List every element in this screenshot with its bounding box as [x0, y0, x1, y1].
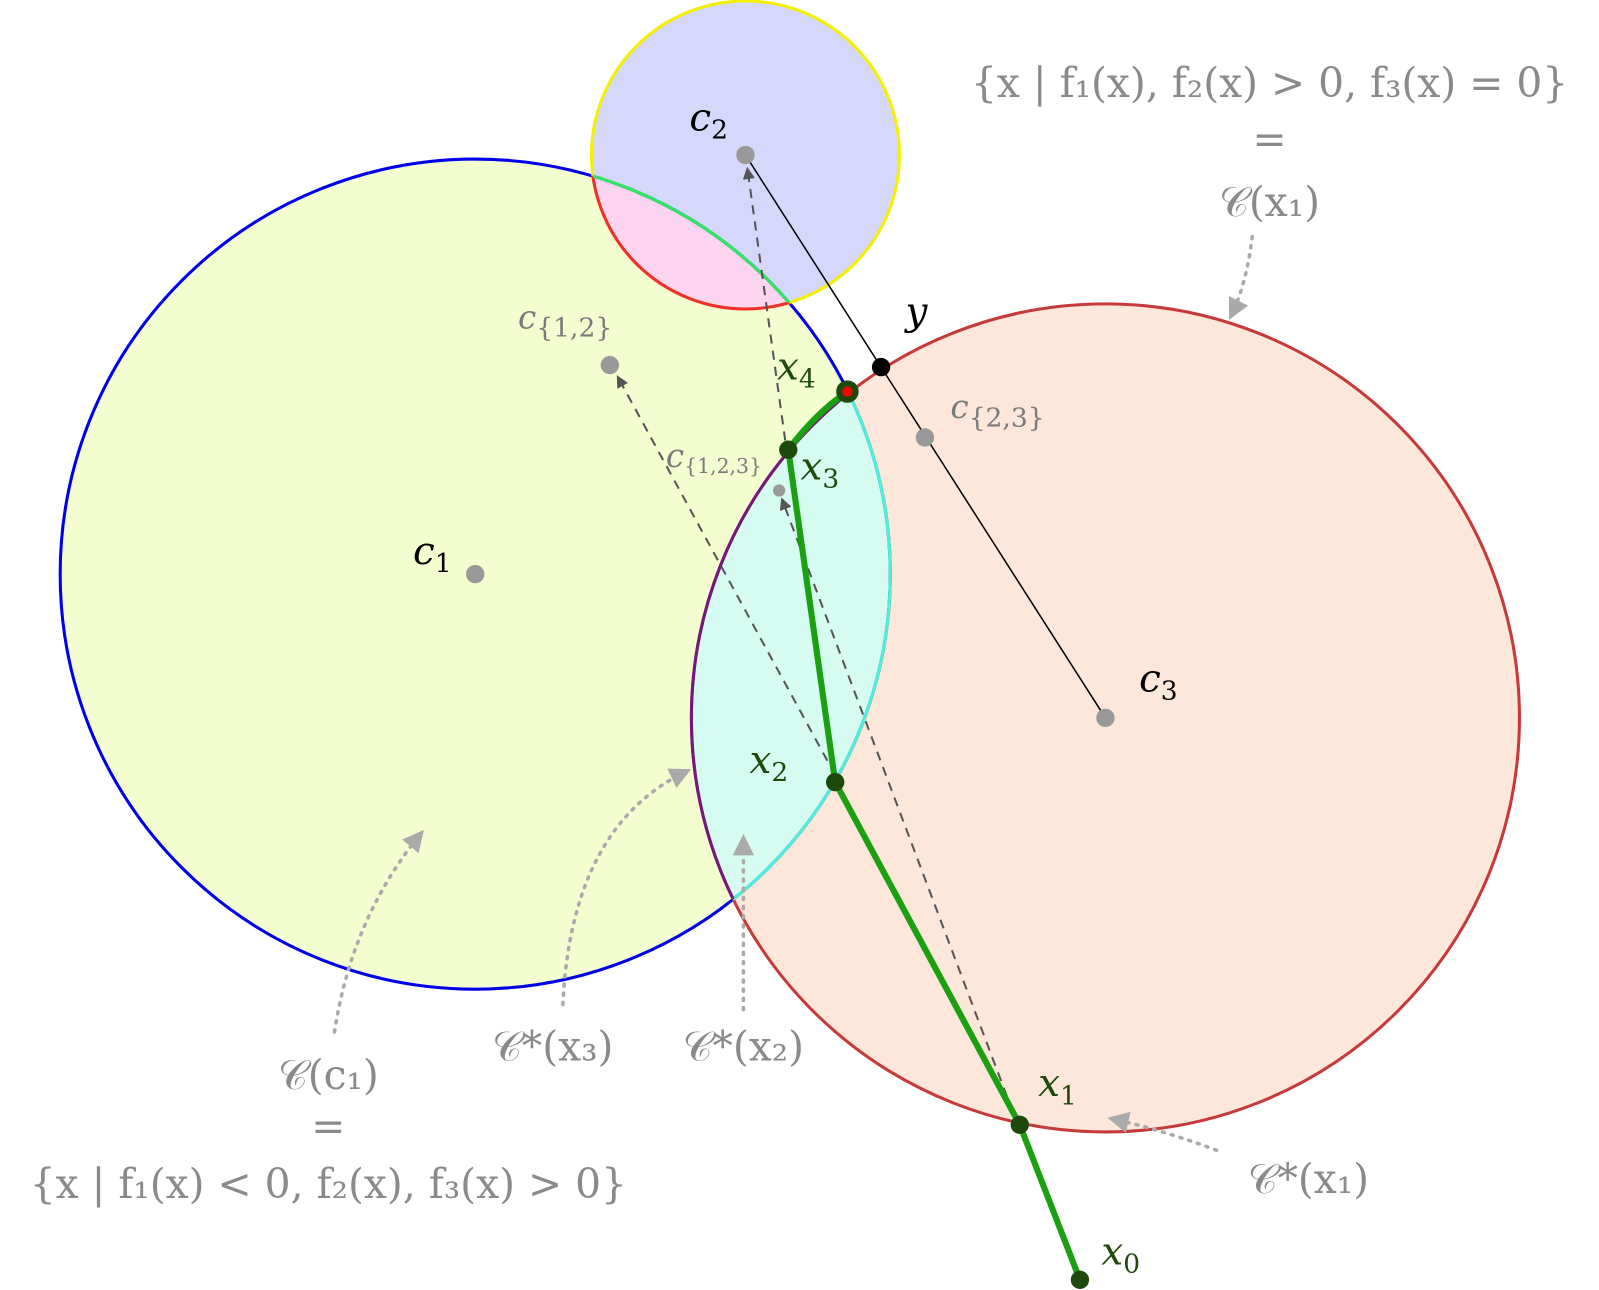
point-c2 — [736, 145, 755, 165]
label-c12: c{1,2} — [518, 298, 612, 343]
label-y: y — [904, 289, 929, 334]
annotation-cstar-x3: 𝒞*(x₃) — [492, 1023, 613, 1071]
label-x4: x4 — [777, 344, 816, 394]
label-c23: c{2,3} — [950, 388, 1044, 433]
dashed-arrow-x1-c123 — [779, 497, 1014, 1112]
point-c12 — [600, 355, 620, 375]
annotation-bottom-set: {x | f₁(x) < 0, f₂(x), f₃(x) > 0} — [30, 1160, 627, 1208]
annotation-bottom-name: 𝒞(c₁) — [278, 1051, 379, 1099]
circle-c1-arc-in-c3 — [691, 303, 892, 991]
annotation-top-name: 𝒞(x₁) — [1219, 178, 1320, 226]
dotted-arrow-cc1 — [332, 829, 424, 1034]
point-x4-marker — [842, 386, 853, 397]
label-c1: c1 — [413, 529, 452, 579]
circle-c3-arc-in-c1 — [689, 302, 891, 990]
annotation-bottom-eq: = — [311, 1102, 345, 1150]
label-x3: x3 — [801, 444, 840, 494]
label-x1: x1 — [1038, 1061, 1077, 1111]
point-x2 — [826, 772, 845, 792]
dotted-arrow-cstar-x3 — [561, 768, 692, 1007]
point-c1 — [466, 564, 485, 584]
label-c2: c2 — [689, 96, 728, 146]
dotted-arrow-cx1 — [1228, 234, 1255, 320]
annotation-top-eq: = — [1253, 115, 1287, 163]
label-c123: c{1,2,3} — [666, 437, 762, 478]
point-y — [871, 357, 891, 377]
point-x1 — [1010, 1115, 1029, 1134]
annotation-cstar-x2: 𝒞*(x₂) — [683, 1023, 804, 1071]
circle-c2-arc-in-c1 — [589, 159, 891, 311]
dotted-arrow-cstar-x1 — [1107, 1111, 1219, 1153]
annotation-top-set: {x | f₁(x), f₂(x) > 0, f₃(x) = 0} — [971, 59, 1568, 107]
point-c23 — [915, 428, 935, 447]
point-c3 — [1096, 708, 1115, 728]
label-x0: x0 — [1101, 1230, 1140, 1280]
point-x3 — [779, 440, 798, 459]
label-c3: c3 — [1139, 656, 1178, 706]
iterate-path — [785, 389, 1083, 1281]
dashed-arrow-x2-c12 — [616, 375, 837, 776]
dashed-arrow-x3-c2 — [742, 166, 787, 441]
annotation-cstar-x1: 𝒞*(x₁) — [1248, 1155, 1369, 1203]
point-x0 — [1070, 1270, 1090, 1289]
label-x2: x2 — [750, 738, 789, 788]
point-c123 — [772, 484, 786, 497]
